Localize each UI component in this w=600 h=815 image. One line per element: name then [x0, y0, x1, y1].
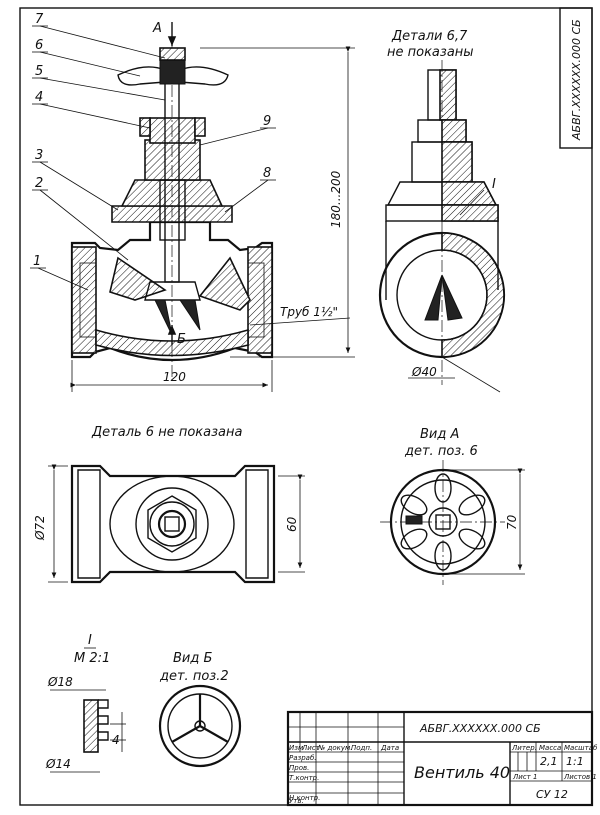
- detail-title: I: [88, 633, 92, 648]
- stamp-row-razrab: Разраб.: [289, 754, 317, 762]
- drawing-frame: [19, 7, 593, 806]
- leader-6: 6: [35, 38, 43, 53]
- top-view-note: Деталь 6 не показана: [91, 425, 242, 440]
- section-mark-label: I: [492, 177, 496, 192]
- view-b: Вид Б дет. поз.2: [158, 651, 242, 768]
- stamp-row-utv: Утв.: [289, 797, 304, 805]
- thread-dimension: Труб 1½": [280, 305, 338, 319]
- leader-9: 9: [263, 114, 271, 129]
- view-b-subtitle: дет. поз.2: [159, 669, 229, 684]
- leader-7: 7: [35, 12, 44, 27]
- detail-scale: М 2:1: [74, 651, 110, 666]
- stamp-code: АБВГ.XXXXXX.000 СБ: [419, 722, 541, 735]
- detail-i-view: I М 2:1 Ø18 Ø14 4: [45, 633, 126, 773]
- stamp-head-sign: Подп.: [351, 744, 372, 752]
- side-code-box: АБВГ.XXXXXX.000 СБ: [559, 7, 593, 149]
- leader-5: 5: [35, 64, 43, 79]
- top-view: Деталь 6 не показана Ø72 60: [33, 425, 305, 584]
- dia72-dimension: Ø72: [33, 515, 47, 541]
- stamp-scale-value: 1:1: [566, 755, 584, 768]
- pitch-dimension: 4: [112, 733, 120, 747]
- side-section-view: Детали 6,7 не показаны I Ø40: [378, 29, 506, 393]
- stamp-col-mass: Масса: [539, 744, 561, 752]
- view-b-title: Вид Б: [173, 651, 212, 666]
- stamp-col-scale: Масштаб: [564, 744, 598, 752]
- stamp-sheet: Лист 1: [512, 773, 537, 781]
- stamp-col-liter: Литер.: [511, 744, 537, 752]
- front-right-note-1: Детали 6,7: [391, 29, 468, 44]
- dia40-dimension: Ø40: [411, 365, 437, 379]
- stamp-head-list: Лист: [301, 744, 321, 752]
- leader-3: 3: [35, 148, 43, 163]
- stamp-title: Вентиль 40: [414, 763, 510, 782]
- stamp-mass-value: 2,1: [540, 755, 558, 768]
- stamp-org: СУ 12: [536, 788, 568, 801]
- stamp-head-date: Дата: [380, 744, 399, 752]
- side-code-text: АБВГ.XXXXXX.000 СБ: [570, 19, 583, 141]
- leader-1: 1: [33, 254, 41, 269]
- title-block: АБВГ.XXXXXX.000 СБ Вентиль 40 Изм Лист №…: [286, 710, 598, 807]
- front-section-view: А Б 180...200 120 Труб 1½": [70, 21, 355, 392]
- length-dimension: 120: [163, 370, 186, 384]
- width60-dimension: 60: [285, 516, 299, 532]
- front-right-note-2: не показаны: [387, 45, 474, 60]
- arrow-a-label: А: [152, 21, 162, 36]
- dia18-dimension: Ø18: [47, 675, 73, 689]
- height-dimension: 180...200: [329, 170, 343, 228]
- stamp-row-prov: Пров.: [289, 764, 309, 772]
- stamp-head-doc: № докум.: [317, 744, 353, 752]
- leader-4: 4: [35, 90, 43, 105]
- leader-2: 2: [35, 176, 43, 191]
- stamp-row-tkontr: Т.контр.: [289, 774, 319, 782]
- stamp-sheets: Листов 1: [563, 773, 597, 781]
- view-a-subtitle: дет. поз. 6: [404, 444, 478, 459]
- position-leaders: 7 6 5 4 3 2 1 9 8: [30, 12, 276, 291]
- view-a-title: Вид А: [420, 427, 459, 442]
- stamp-head-izm: Изм: [289, 744, 304, 752]
- stamp-row-nkontr: Н.контр.: [289, 794, 320, 802]
- arrow-b-label: Б: [177, 332, 186, 347]
- dia14-dimension: Ø14: [45, 757, 71, 771]
- view-a: Вид А дет. поз. 6 70: [380, 427, 525, 585]
- width70-dimension: 70: [505, 514, 519, 530]
- leader-8: 8: [263, 166, 271, 181]
